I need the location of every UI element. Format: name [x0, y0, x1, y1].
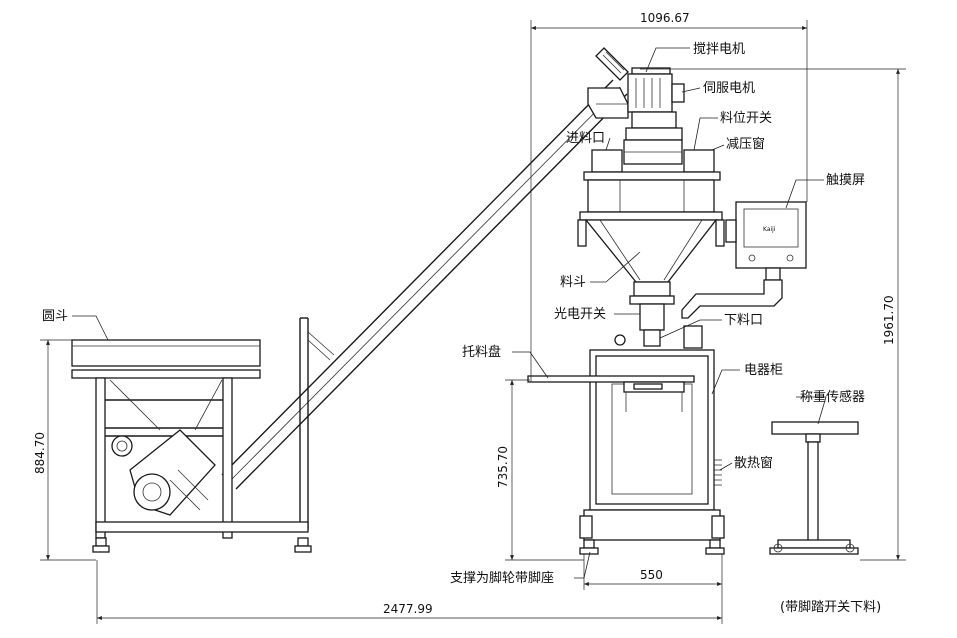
label-feed-inlet: 进料口 — [566, 131, 605, 146]
label-electric-cabinet: 电器柜 — [744, 363, 783, 378]
label-pressure-relief-window: 减压窗 — [726, 136, 765, 152]
label-round-hopper: 圆斗 — [42, 309, 68, 324]
label-cooling-window: 散热窗 — [734, 455, 773, 471]
dim-total-length: 2477.99 — [383, 602, 433, 616]
label-foot-pedal-note: (带脚踏开关下料) — [780, 599, 881, 615]
dim-width-top: 1096.67 — [640, 11, 690, 25]
label-photo-switch: 光电开关 — [554, 307, 606, 322]
label-discharge-outlet: 下料口 — [724, 313, 763, 328]
label-tray: 托料盘 — [462, 344, 501, 360]
dimension-lines — [40, 20, 906, 624]
dim-height-left: 884.70 — [33, 432, 47, 474]
dim-base-width: 550 — [640, 568, 663, 582]
dim-height-right: 1961.70 — [882, 295, 896, 345]
leader-lines — [72, 47, 827, 579]
label-touch-screen: 触摸屏 — [826, 173, 865, 188]
label-weighing-sensor: 称重传感器 — [800, 389, 865, 405]
screw-conveyor — [221, 47, 629, 530]
weighing-stand — [769, 421, 859, 555]
label-support-note: 支撑为脚轮带脚座 — [450, 570, 554, 586]
round-hopper-unit — [71, 339, 312, 553]
label-level-switch: 料位开关 — [720, 111, 772, 126]
dim-height-table: 735.70 — [496, 446, 510, 488]
label-servo-motor: 伺服电机 — [703, 81, 755, 96]
label-stirring-motor: 搅拌电机 — [693, 41, 745, 57]
label-hopper: 料斗 — [560, 275, 586, 290]
filler-machine — [527, 67, 807, 555]
screen-logo-text: Kaiji — [763, 226, 776, 233]
